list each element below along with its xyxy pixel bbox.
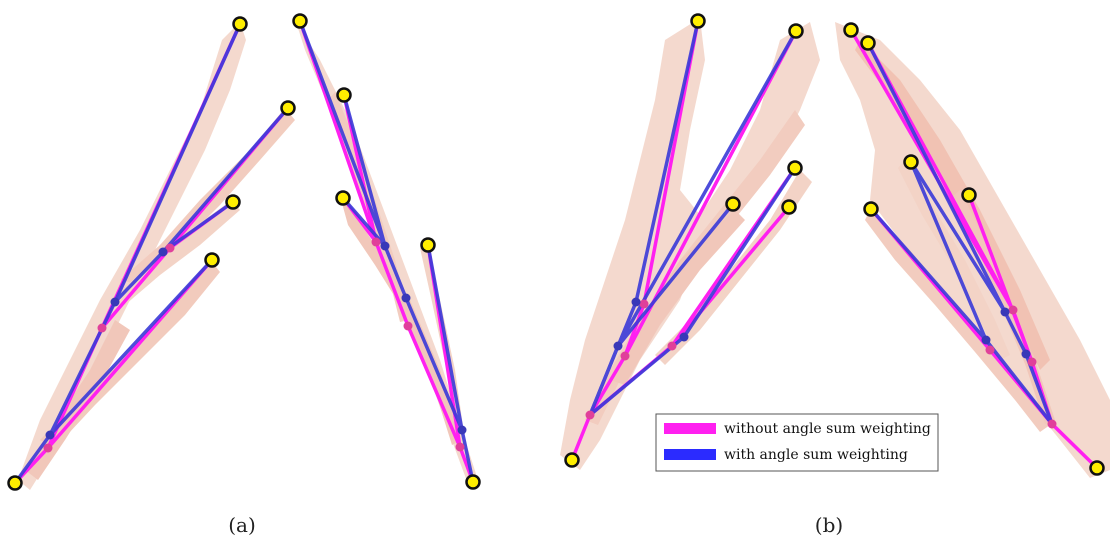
b-blue-joint bbox=[981, 335, 991, 345]
a-blue-joint bbox=[457, 425, 467, 435]
b-endpoint bbox=[788, 23, 804, 39]
b-blue-joint bbox=[613, 341, 623, 351]
legend-swatch-magenta bbox=[664, 423, 716, 434]
b-endpoint bbox=[690, 13, 706, 29]
b-magenta-joint bbox=[667, 341, 677, 351]
panel-a: (a) bbox=[7, 13, 481, 537]
b-endpoint bbox=[725, 196, 741, 212]
a-blue-joint bbox=[158, 247, 168, 257]
b-blue-joint bbox=[1021, 349, 1031, 359]
legend-label-without: without angle sum weighting bbox=[724, 421, 931, 437]
legend-label-with: with angle sum weighting bbox=[724, 447, 908, 463]
a-blue-joint bbox=[380, 241, 390, 251]
b-endpoint bbox=[903, 154, 919, 170]
b-endpoint bbox=[564, 452, 580, 468]
legend-box bbox=[655, 413, 939, 472]
a-endpoint bbox=[420, 237, 436, 253]
a-endpoint bbox=[336, 87, 352, 103]
b-endpoint bbox=[787, 160, 803, 176]
b-endpoint bbox=[860, 35, 876, 51]
b-endpoint bbox=[1089, 460, 1105, 476]
b-blue-chain-6 bbox=[909, 160, 1007, 314]
legend: without angle sum weighting with angle s… bbox=[655, 413, 939, 472]
b-magenta-chain-8 bbox=[967, 193, 1034, 364]
b-endpoint bbox=[843, 22, 859, 38]
b-blue-joint bbox=[679, 332, 689, 342]
a-endpoint bbox=[292, 13, 308, 29]
panel-b-endpoints bbox=[564, 13, 1105, 476]
b-blue-chain-5 bbox=[866, 41, 1054, 426]
panel-b: without angle sum weighting with angle s… bbox=[560, 13, 1110, 537]
a-magenta-joint bbox=[403, 321, 413, 331]
a-endpoint bbox=[225, 194, 241, 210]
b-blue-joint bbox=[631, 297, 641, 307]
a-endpoint bbox=[335, 190, 351, 206]
b-magenta-joint bbox=[620, 351, 630, 361]
b-magenta-joint bbox=[1008, 305, 1018, 315]
b-endpoint bbox=[961, 187, 977, 203]
b-magenta-joint bbox=[585, 410, 595, 420]
a-blue-chain-8 bbox=[426, 243, 464, 432]
b-endpoint bbox=[781, 199, 797, 215]
a-magenta-joint bbox=[97, 323, 107, 333]
a-blue-chain-6 bbox=[342, 93, 387, 248]
panel-a-joints bbox=[43, 237, 467, 453]
b-endpoint bbox=[863, 201, 879, 217]
b-magenta-joint bbox=[639, 299, 649, 309]
legend-swatch-blue bbox=[664, 449, 716, 460]
a-magenta-joint bbox=[455, 442, 465, 452]
b-magenta-joint bbox=[985, 345, 995, 355]
a-endpoint bbox=[7, 475, 23, 491]
a-endpoint bbox=[280, 100, 296, 116]
a-blue-joint bbox=[401, 293, 411, 303]
a-endpoint bbox=[204, 252, 220, 268]
a-magenta-joint bbox=[165, 243, 175, 253]
b-blue-chain-8 bbox=[909, 160, 988, 342]
a-blue-chain-1 bbox=[13, 22, 242, 485]
a-magenta-joint bbox=[43, 443, 53, 453]
a-blue-joint bbox=[45, 430, 55, 440]
b-blue-joint bbox=[1000, 307, 1010, 317]
panel-b-joints bbox=[585, 297, 1057, 429]
panel-b-skeleton-with-weighting bbox=[588, 19, 1054, 426]
a-blue-joint bbox=[110, 297, 120, 307]
a-endpoint bbox=[465, 474, 481, 490]
b-magenta-joint bbox=[1027, 357, 1037, 367]
caption-b: (b) bbox=[815, 513, 843, 537]
a-blue-chain-4 bbox=[48, 258, 214, 437]
a-blue-chain-3 bbox=[161, 200, 235, 254]
b-blue-chain-2 bbox=[616, 29, 798, 348]
a-endpoint bbox=[232, 16, 248, 32]
caption-a: (a) bbox=[228, 513, 256, 537]
a-magenta-joint bbox=[371, 237, 381, 247]
panel-a-endpoints bbox=[7, 13, 481, 491]
b-magenta-joint bbox=[1047, 419, 1057, 429]
